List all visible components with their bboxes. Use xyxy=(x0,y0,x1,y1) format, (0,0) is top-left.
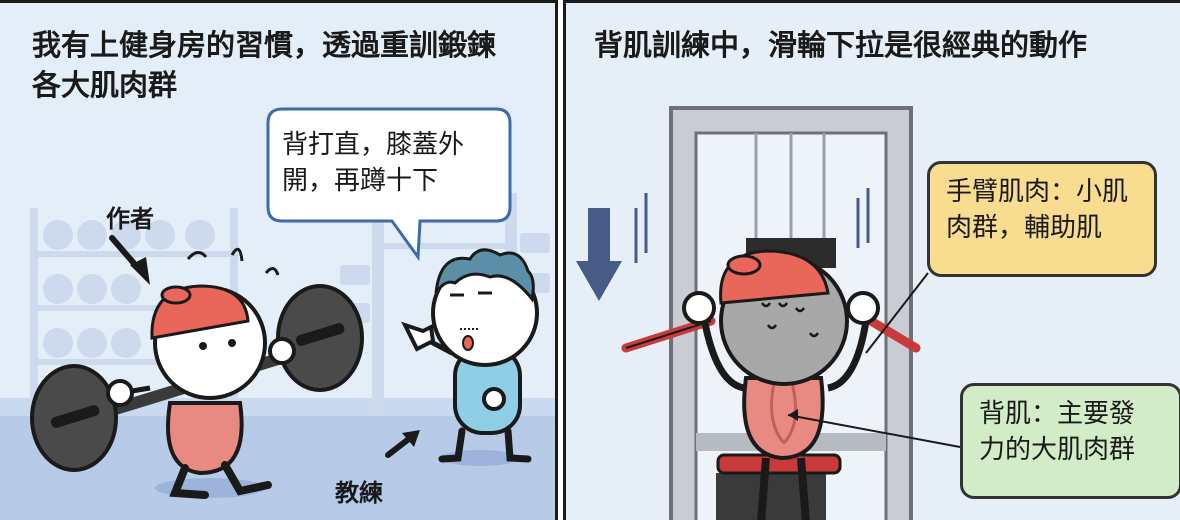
caption-line: 我有上健身房的習慣，透過重訓鍛鍊 xyxy=(32,28,497,62)
down-arrow xyxy=(576,208,622,301)
coach-label: 教練 xyxy=(335,479,383,507)
pulldown-bar xyxy=(621,316,921,353)
panel-squat: 我有上健身房的習慣，透過重訓鍛鍊 各大肌肉群 背打直，膝蓋外 開，再蹲十下 作者… xyxy=(0,0,558,520)
speech-line: 背打直，膝蓋外 xyxy=(282,130,465,160)
note-line: 肉群，輔助肌 xyxy=(946,213,1103,243)
coach-figure xyxy=(401,248,539,466)
speech-line: 開，再蹲十下 xyxy=(282,166,439,196)
coach-speech: 背打直，膝蓋外 開，再蹲十下 xyxy=(282,127,464,199)
arm-callout-line xyxy=(865,272,929,354)
speech-bubble-shape xyxy=(266,107,512,262)
note-line: 手臂肌肉：小肌 xyxy=(946,177,1129,207)
note-line: 力的大肌肉群 xyxy=(979,435,1136,465)
caption-line: 各大肌肉群 xyxy=(32,68,178,102)
back-callout-line xyxy=(787,414,961,448)
author-figure xyxy=(106,247,296,499)
barbell xyxy=(30,284,364,472)
arm-muscle-note: 手臂肌肉：小肌 肉群，輔助肌 xyxy=(927,161,1157,277)
panel-lat-pulldown: 背肌訓練中，滑輪下拉是很經典的動作 手臂肌肉：小肌 肉群，輔助肌 背肌：主要發 … xyxy=(563,0,1180,520)
pulldown-scene-art xyxy=(576,106,961,520)
panel2-caption: 背肌訓練中，滑輪下拉是很經典的動作 xyxy=(594,28,1088,62)
author-label: 作者 xyxy=(106,205,154,233)
note-line: 背肌：主要發 xyxy=(979,399,1136,429)
squat-scene-art xyxy=(0,107,555,520)
back-muscle-note: 背肌：主要發 力的大肌肉群 xyxy=(960,383,1180,499)
author-pointer-arrow xyxy=(109,235,150,285)
motion-lines xyxy=(634,188,870,263)
author-back-figure xyxy=(682,249,880,520)
panel1-caption: 我有上健身房的習慣，透過重訓鍛鍊 各大肌肉群 xyxy=(32,25,496,105)
coach-pointer-arrow xyxy=(385,430,420,458)
